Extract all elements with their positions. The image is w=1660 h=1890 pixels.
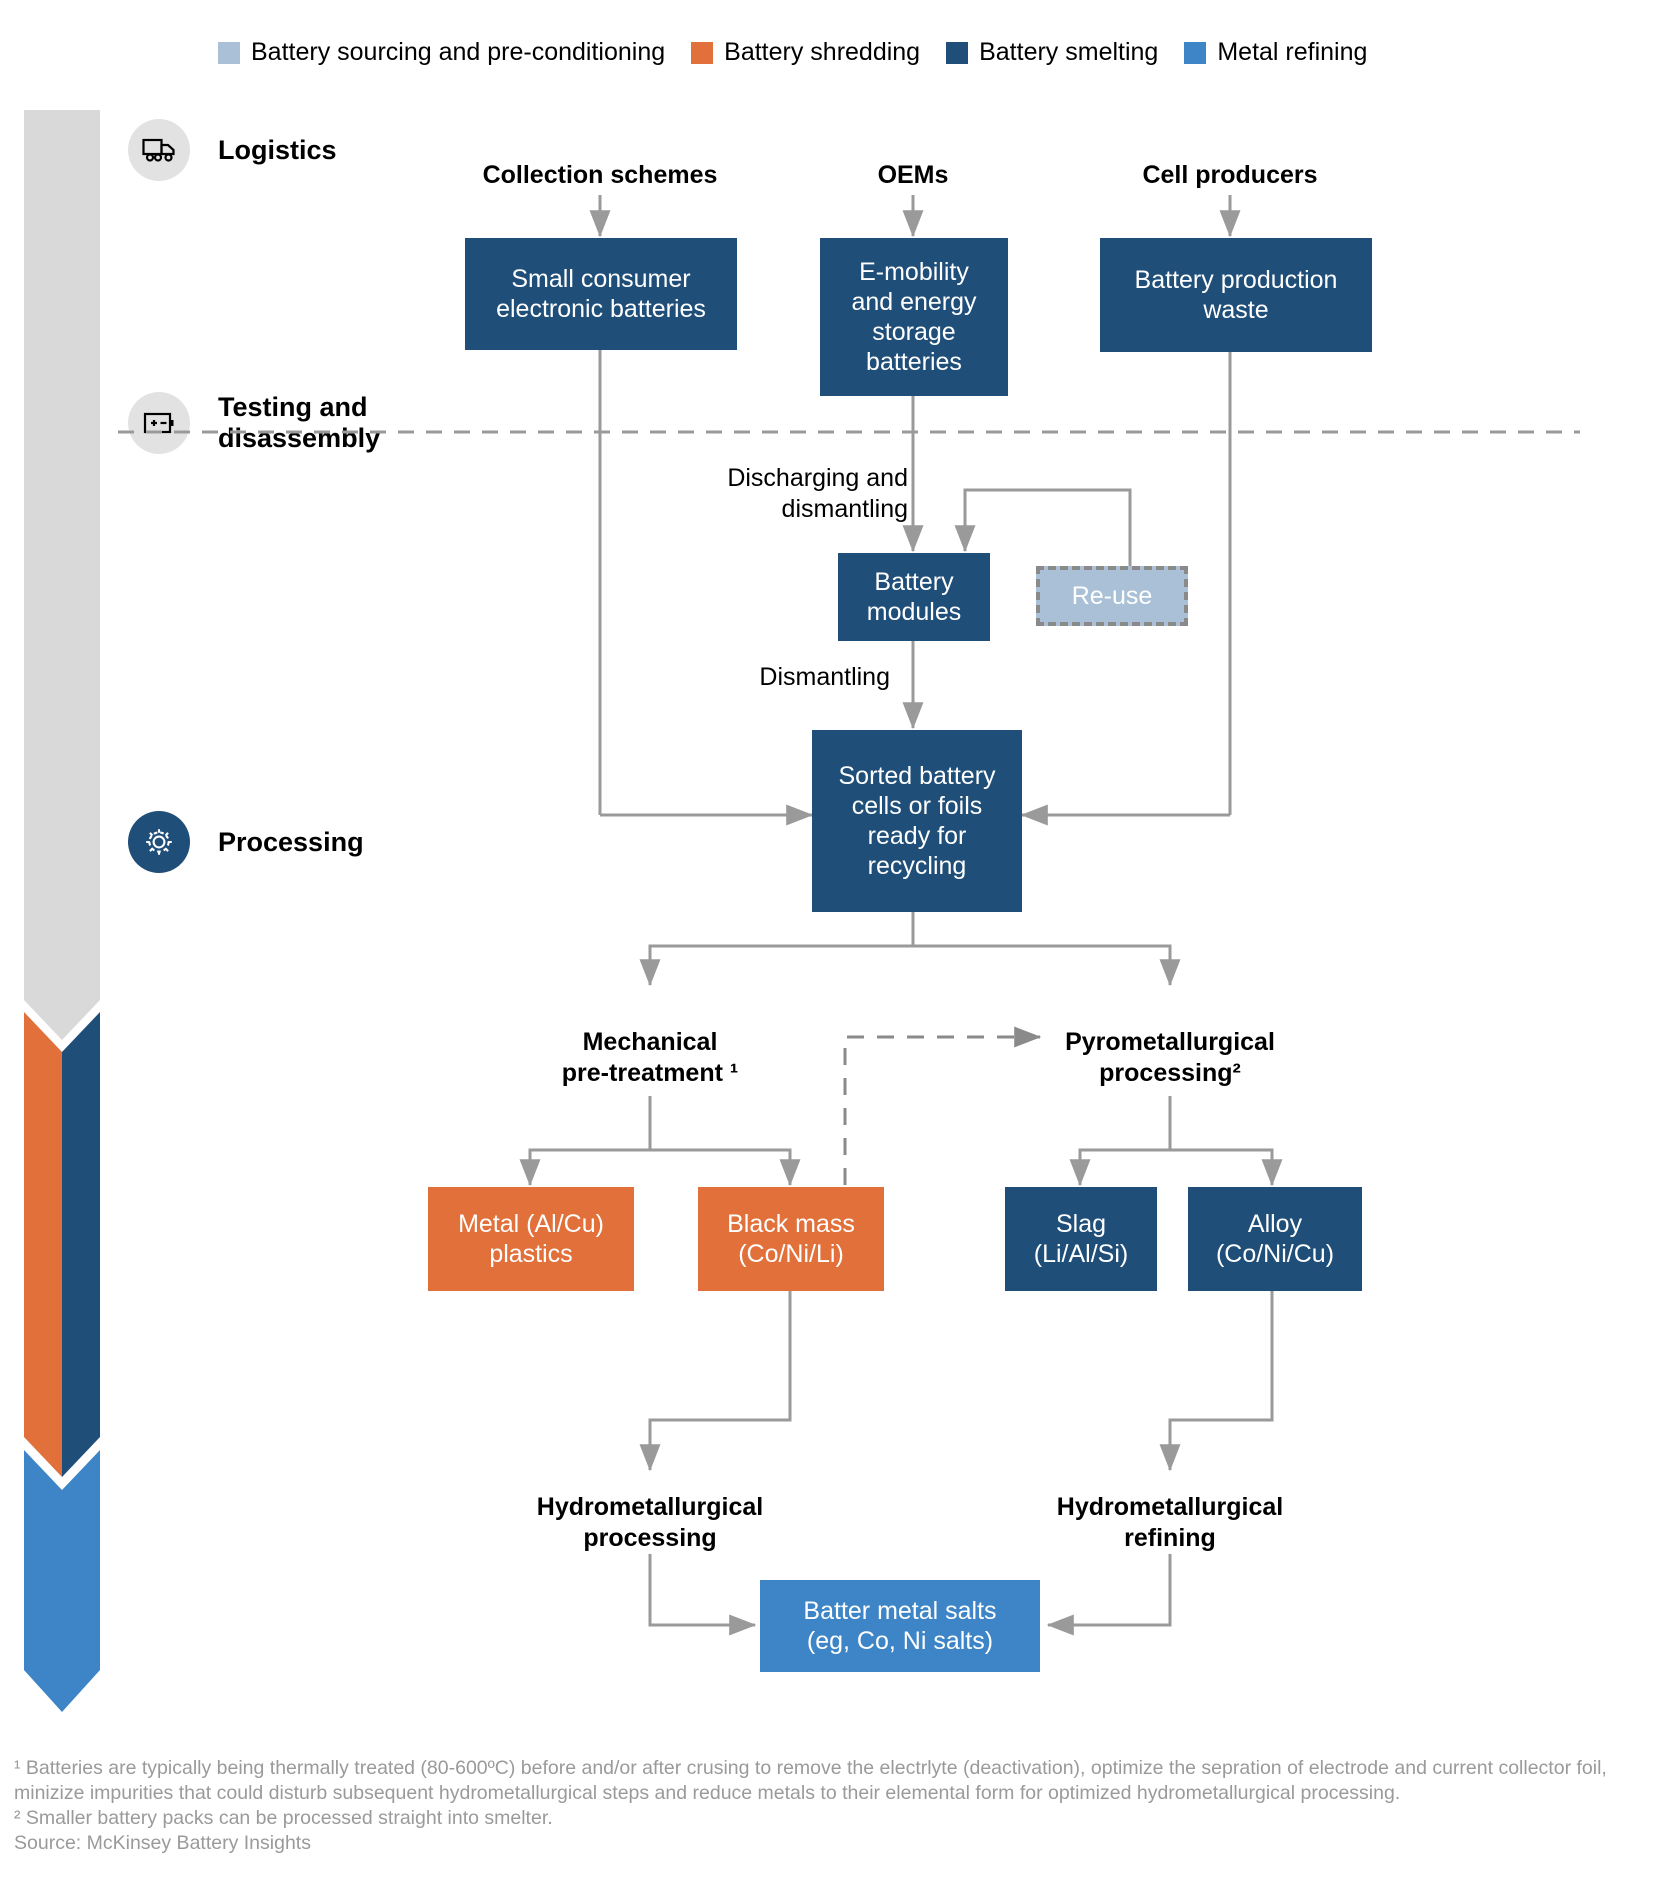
node-battery-production-waste[interactable]: Battery production waste [1100,238,1372,352]
footnotes: ¹ Batteries are typically being thermall… [14,1756,1614,1856]
edge-label-dismantling: Dismantling [759,663,890,691]
legend-item-refining: Metal refining [1184,40,1367,65]
node-small-consumer-batteries[interactable]: Small consumer electronic batteries [465,238,737,350]
stage-title-processing: Processing [218,826,364,857]
legend-swatch-refining [1184,41,1207,64]
legend-swatch-sourcing [218,41,240,64]
legend-item-smelting: Battery smelting [946,40,1158,65]
node-sorted-battery-cells[interactable]: Sorted battery cells or foils ready for … [812,730,1022,912]
phase-segment-smelting [62,1012,100,1477]
truck-icon [128,119,190,181]
legend-swatch-shredding [691,41,714,64]
legend: Battery sourcing and pre-conditioning Ba… [218,40,1393,65]
source-label-collection: Collection schemes [482,161,718,189]
node-black-mass[interactable]: Black mass (Co/Ni/Li) [698,1187,884,1291]
edge-label-hydrometallurgical-refining: Hydrometallurgical refining [1056,1493,1284,1552]
phase-segment-sourcing [24,110,100,1040]
node-emobility-storage-batteries[interactable]: E-mobility and energy storage batteries [820,238,1008,396]
legend-swatch-smelting [946,41,969,64]
source-label-oems: OEMs [877,161,949,189]
phase-progress-arrow [24,110,100,1712]
legend-item-sourcing: Battery sourcing and pre-conditioning [218,40,665,65]
stage-logistics: Logistics [128,119,337,181]
gear-icon [128,811,190,873]
node-metal-plastics[interactable]: Metal (Al/Cu) plastics [428,1187,634,1291]
legend-label-sourcing: Battery sourcing and pre-conditioning [251,38,666,66]
footnote-2: ² Smaller battery packs can be processed… [14,1807,553,1829]
legend-label-smelting: Battery smelting [979,38,1159,66]
footnote-1: ¹ Batteries are typically being thermall… [14,1757,1613,1804]
edge-label-hydrometallurgical-processing: Hydrometallurgical processing [536,1493,764,1552]
phase-segment-refining [24,1450,100,1712]
node-battery-modules[interactable]: Battery modules [838,553,990,641]
stage-processing: Processing [128,811,364,873]
battery-icon [128,392,190,454]
stage-testing-disassembly: Testing and disassembly [128,392,380,454]
legend-label-shredding: Battery shredding [724,38,921,66]
legend-item-shredding: Battery shredding [691,40,920,65]
edge-label-pyrometallurgical-processing: Pyrometallurgical processing² [1065,1028,1275,1087]
node-reuse[interactable]: Re-use [1036,566,1188,626]
stage-title-logistics: Logistics [218,134,337,165]
phase-segment-shredding [24,1012,62,1477]
node-alloy[interactable]: Alloy (Co/Ni/Cu) [1188,1187,1362,1291]
legend-label-refining: Metal refining [1217,38,1368,66]
edge-label-mechanical-pretreatment: Mechanical pre-treatment ¹ [561,1028,739,1087]
edge-label-discharging-dismantling: Discharging and dismantling [727,464,908,523]
node-slag[interactable]: Slag (Li/Al/Si) [1005,1187,1157,1291]
node-batter-metal-salts[interactable]: Batter metal salts (eg, Co, Ni salts) [760,1580,1040,1672]
footnote-source: Source: McKinsey Battery Insights [14,1832,311,1854]
stage-title-testing: Testing and disassembly [218,392,381,453]
source-label-cell-producers: Cell producers [1142,161,1318,189]
